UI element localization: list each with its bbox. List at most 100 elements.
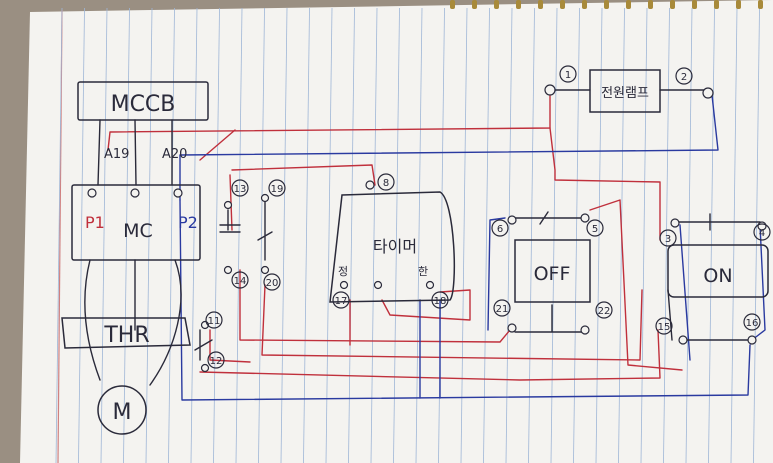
aux-contact-13-14 bbox=[219, 209, 241, 233]
off-contact bbox=[511, 211, 586, 225]
spiral-ring bbox=[516, 0, 521, 9]
spiral-ring bbox=[626, 0, 631, 9]
mc-box bbox=[71, 184, 201, 261]
node-17-circle bbox=[332, 291, 350, 309]
blue-wire-6 bbox=[487, 217, 506, 331]
off-pushbutton-stem bbox=[514, 304, 586, 333]
node-15-circle bbox=[655, 317, 673, 335]
pilot-lamp-box bbox=[589, 69, 661, 113]
motor-label: M bbox=[113, 400, 132, 425]
node-19-label: 19 bbox=[271, 184, 284, 195]
red-wire-to-on bbox=[549, 127, 661, 241]
node-19-circle bbox=[268, 179, 286, 197]
red-wire-top bbox=[107, 95, 551, 151]
node-20-label: 20 bbox=[266, 278, 279, 289]
node-2-circle bbox=[675, 67, 693, 85]
off-label: OFF bbox=[534, 263, 571, 285]
node-5-circle bbox=[586, 219, 604, 237]
mccb-box bbox=[77, 81, 209, 121]
component-boxes bbox=[61, 69, 769, 435]
red-wires bbox=[107, 95, 683, 381]
aux-contact-19-20 bbox=[257, 199, 273, 261]
node-20-circle bbox=[263, 273, 281, 291]
terminal-p2: P2 bbox=[178, 213, 198, 232]
node-8-label: 8 bbox=[383, 178, 389, 189]
node-14-label: 14 bbox=[234, 276, 247, 287]
node-5-label: 5 bbox=[592, 224, 598, 235]
red-wire-7 bbox=[381, 289, 471, 321]
on-label: ON bbox=[703, 265, 732, 287]
red-wire-bottom-2 bbox=[261, 284, 643, 361]
thr-label: THR bbox=[103, 323, 149, 348]
node-17-label: 17 bbox=[335, 296, 348, 307]
spiral-ring bbox=[648, 0, 653, 9]
node-3-circle bbox=[659, 229, 677, 247]
spiral-binding bbox=[450, 0, 763, 9]
node-18-circle bbox=[431, 291, 449, 309]
spiral-ring bbox=[604, 0, 609, 9]
node-11-circle bbox=[205, 311, 223, 329]
red-wire-11 bbox=[209, 329, 251, 363]
node-16-circle bbox=[743, 313, 761, 331]
node-11-label: 11 bbox=[208, 316, 221, 327]
node-14-circle bbox=[231, 271, 249, 289]
spiral-ring bbox=[538, 0, 543, 9]
red-wire-5 bbox=[589, 199, 683, 371]
spiral-ring bbox=[450, 0, 455, 9]
blue-wire-4 bbox=[751, 224, 766, 341]
timer-delay-mark: 한 bbox=[418, 265, 428, 278]
node-16-label: 16 bbox=[746, 318, 759, 329]
timer-box bbox=[329, 191, 456, 303]
timer-instant-mark: 정 bbox=[338, 265, 348, 278]
spiral-ring bbox=[472, 0, 477, 9]
timer-label: 타이머 bbox=[373, 237, 417, 256]
thr-box bbox=[61, 317, 191, 349]
node-21-circle bbox=[493, 299, 511, 317]
terminal-p1: P1 bbox=[85, 213, 105, 232]
mccb-to-mc-lines bbox=[97, 119, 173, 186]
node-22-label: 22 bbox=[598, 306, 611, 317]
node-2-label: 2 bbox=[681, 72, 687, 83]
node-4-circle bbox=[753, 223, 771, 241]
red-wire-timer bbox=[231, 164, 376, 186]
node-1-label: 1 bbox=[565, 70, 571, 81]
red-wire-bottom-1 bbox=[239, 269, 511, 343]
spiral-ring bbox=[692, 0, 697, 9]
node-12-label: 12 bbox=[210, 356, 223, 367]
ink-wires bbox=[84, 89, 761, 386]
spiral-ring bbox=[714, 0, 719, 9]
spiral-ring bbox=[736, 0, 741, 9]
terminal-a20: A20 bbox=[162, 147, 187, 162]
blue-wire-top bbox=[179, 94, 719, 201]
mc-label: MC bbox=[123, 220, 153, 242]
thr-contact-11-12 bbox=[194, 329, 213, 361]
ruled-lines bbox=[55, 7, 760, 463]
spiral-ring bbox=[582, 0, 587, 9]
node-3-label: 3 bbox=[665, 234, 671, 245]
node-13-label: 13 bbox=[234, 184, 247, 195]
spiral-ring bbox=[560, 0, 565, 9]
node-13-circle bbox=[231, 179, 249, 197]
pilot-lamp-label: 전원램프 bbox=[601, 86, 649, 101]
node-12-circle bbox=[207, 351, 225, 369]
node-6-circle bbox=[491, 219, 509, 237]
node-18-label: 18 bbox=[434, 296, 447, 307]
spiral-ring bbox=[758, 0, 763, 9]
node-15-label: 15 bbox=[658, 322, 671, 333]
node-22-circle bbox=[595, 301, 613, 319]
node-8-circle bbox=[377, 173, 395, 191]
on-box bbox=[667, 244, 769, 298]
blue-wire-3 bbox=[679, 224, 691, 361]
spiral-ring bbox=[670, 0, 675, 9]
mccb-label: MCCB bbox=[111, 92, 176, 117]
node-21-label: 21 bbox=[496, 304, 509, 315]
node-4-label: 4 bbox=[759, 228, 765, 239]
node-6-label: 6 bbox=[497, 224, 503, 235]
red-wire-15 bbox=[199, 329, 661, 381]
on-pushbutton-stem bbox=[667, 289, 753, 341]
off-box bbox=[514, 239, 591, 303]
terminal-a19: A19 bbox=[104, 147, 129, 162]
